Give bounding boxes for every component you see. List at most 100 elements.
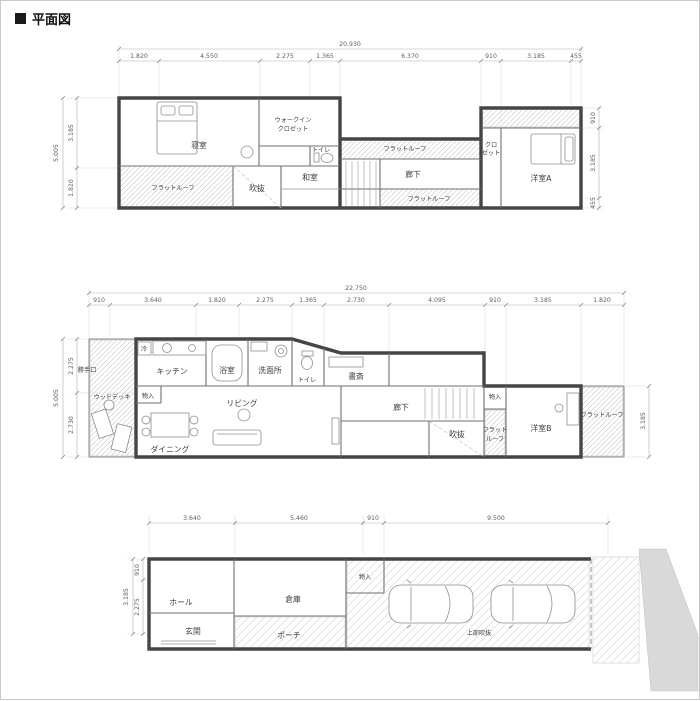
- room-label-storage-right: 物入: [489, 393, 501, 401]
- room-label-western-b: 洋室B: [531, 423, 552, 433]
- room-label-toilet-1f: トイレ: [298, 377, 317, 384]
- dim-2f-left-0: 3.185: [68, 124, 75, 142]
- toilet-2f: [313, 152, 334, 163]
- room-label-upper-void: 上部吹抜: [467, 629, 492, 637]
- coffee-table: [237, 408, 251, 422]
- plan-gf-interior-walls: [149, 559, 385, 649]
- dim-1f-right-0: 3.185: [640, 412, 647, 430]
- driveway-area: [592, 556, 640, 664]
- toilet-1f: [301, 350, 314, 370]
- dim-2f-top-3: 1.365: [316, 53, 334, 60]
- fridge: [137, 341, 152, 356]
- dim-gf-left-1: 2.275: [134, 598, 141, 616]
- plan-gf-exterior-walls: [147, 557, 591, 651]
- room-label-study: 書斎: [348, 371, 364, 381]
- dim-2f-right-0: 910: [590, 112, 597, 124]
- plan-gf-dim-ticks: [130, 520, 611, 637]
- bed-western-a: [530, 133, 576, 165]
- room-label-washroom: 洗面所: [258, 365, 282, 375]
- kitchen-counter: [152, 340, 207, 356]
- dim-2f-top-0: 1.820: [130, 53, 148, 60]
- flat-roof-right-area: [581, 386, 624, 457]
- deck-chairs: [90, 399, 133, 454]
- room-label-washitsu: 和室: [302, 172, 318, 182]
- room-label-void-1f: 吹抜: [449, 429, 465, 439]
- room-label-storage: 倉庫: [285, 594, 301, 604]
- dim-1f-left-total: 5.005: [53, 389, 60, 407]
- car-1: [388, 579, 474, 629]
- dim-2f-top-1: 4.550: [200, 53, 218, 60]
- room-label-flat-roof-top: フラットルーフ: [384, 146, 427, 153]
- plan-2f: 20.930 1.820 4.550 2.275 1.365 6.370 910…: [53, 41, 603, 211]
- site-boundary-wedge: [638, 548, 699, 692]
- washstand: [250, 341, 268, 352]
- dim-1f-total: 22.750: [345, 285, 367, 292]
- room-label-entrance: 玄関: [185, 626, 201, 636]
- plan-2f-dimension-lines: [62, 48, 600, 208]
- dim-1f-top-3: 2.275: [256, 297, 274, 304]
- room-label-western-a: 洋室A: [531, 173, 553, 183]
- plan-gf-dimension-lines: [132, 522, 608, 634]
- plan-1f-interior-walls: [136, 339, 507, 457]
- dim-gf-left-total: 3.185: [123, 588, 130, 606]
- washing-machine: [274, 344, 288, 358]
- room-label-flat-roof-right: フラットルーフ: [581, 412, 624, 419]
- dim-gf-top-2: 910: [367, 515, 379, 522]
- dim-2f-top-7: 455: [570, 53, 582, 60]
- dim-gf-top-3: 9.500: [487, 515, 505, 522]
- room-label-closet-2: ゼット: [482, 149, 501, 157]
- sofa: [212, 429, 262, 446]
- dim-1f-top-9: 1.820: [593, 297, 611, 304]
- dim-2f-left-total: 5.005: [53, 144, 60, 162]
- room-label-bath: 浴室: [219, 365, 235, 375]
- plan-gf: 3.640 5.460 910 9.500 3.185 910 2.275: [123, 515, 699, 692]
- room-label-closet-1: クロ: [485, 142, 497, 149]
- room-label-hall: ホール: [169, 598, 193, 607]
- dim-1f-left-1: 2.730: [68, 416, 75, 434]
- plan-2f-dim-ticks: [60, 46, 602, 211]
- stairs-1f: [424, 388, 475, 419]
- plan-2f-exterior-walls: [117, 96, 583, 210]
- stairs-2f: [345, 161, 377, 206]
- dim-1f-top-2: 1.820: [208, 297, 226, 304]
- void-diagonal-1f: [428, 420, 485, 458]
- dining-table: [141, 412, 199, 438]
- room-label-storage-top: 物入: [359, 573, 371, 581]
- dim-2f-left-1: 1.820: [68, 179, 75, 197]
- room-label-wood-deck: ウッドデッキ: [93, 393, 130, 401]
- room-label-bedroom: 寝室: [191, 140, 207, 150]
- plan-1f: 22.750 910 3.640 1.820 2.275 1.365 2.730…: [53, 285, 652, 460]
- plan-gf-extension-lines: [127, 515, 609, 635]
- room-label-storage-left: 物入: [142, 392, 154, 400]
- room-label-fridge: 冷: [141, 345, 147, 353]
- porch-area: [234, 616, 346, 649]
- car-2: [490, 579, 576, 629]
- room-label-kitchen: キッチン: [156, 367, 187, 376]
- room-label-toilet-2f: トイレ: [312, 147, 331, 154]
- room-label-hallway-2f: 廊下: [405, 169, 421, 179]
- dim-1f-top-8: 3.185: [534, 297, 552, 304]
- dim-2f-top-4: 6.370: [401, 53, 419, 60]
- dim-2f-top-5: 910: [485, 53, 497, 60]
- room-label-dining: ダイニング: [151, 444, 190, 454]
- dim-1f-top-1: 3.640: [144, 297, 162, 304]
- western-b-desk: [554, 392, 580, 426]
- room-label-porch: ポーチ: [277, 631, 301, 640]
- room-label-void-2f: 吹抜: [249, 183, 265, 193]
- room-label-hallway-1f: 廊下: [393, 402, 409, 412]
- room-label-wic-1: ウォークイン: [274, 116, 311, 124]
- dim-1f-top-7: 910: [489, 297, 501, 304]
- dim-gf-top-0: 3.640: [183, 515, 201, 522]
- room-label-flat-roof-small-2: ルーフ: [486, 436, 504, 443]
- dim-1f-left-0: 2.275: [68, 357, 75, 375]
- bathtub: [211, 344, 243, 382]
- plan-2f-interior-walls: [119, 98, 581, 208]
- dim-gf-top-1: 5.460: [290, 515, 308, 522]
- title-square-icon: [15, 13, 26, 24]
- dim-2f-right-1: 3.185: [590, 154, 597, 172]
- drawing-title: 平面図: [15, 9, 71, 28]
- plan-1f-dimension-lines: [62, 292, 650, 457]
- dim-1f-top-0: 910: [93, 297, 105, 304]
